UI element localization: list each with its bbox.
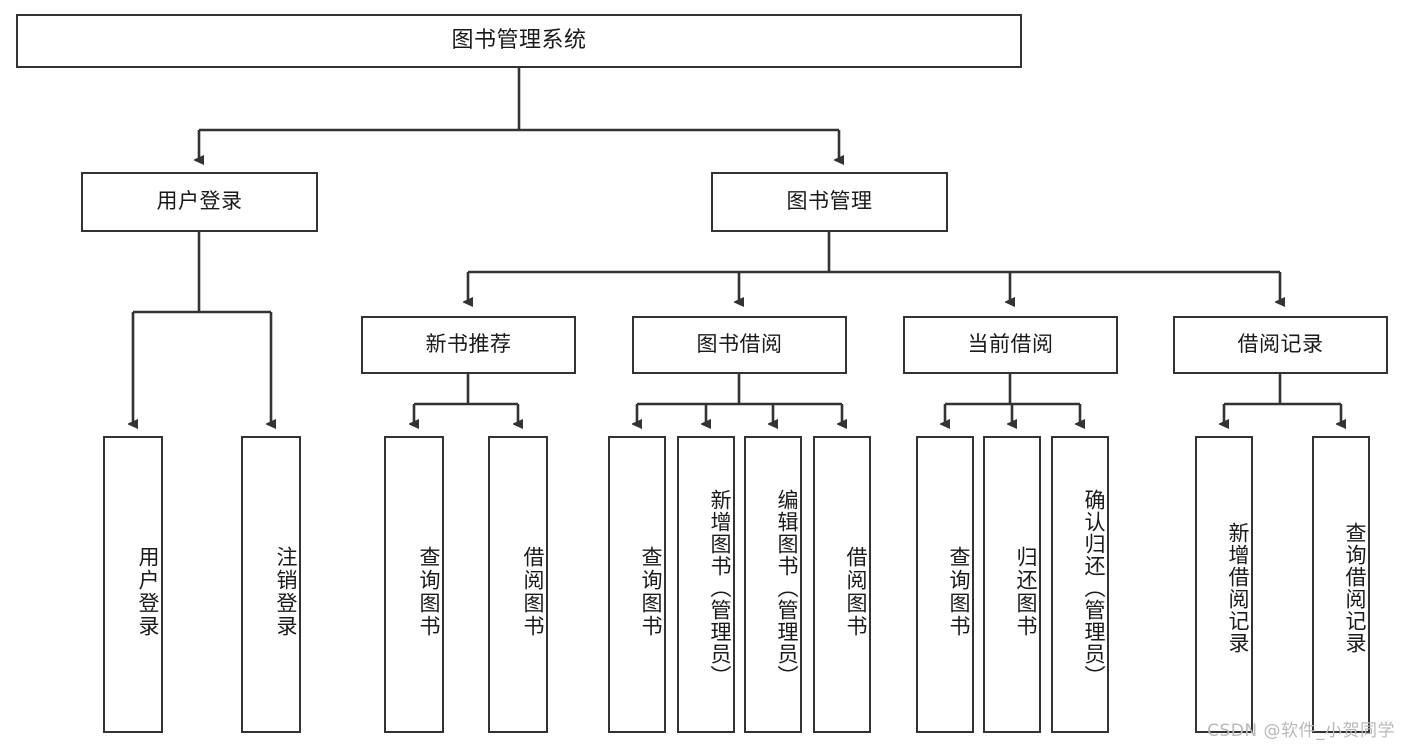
node-label: 当前借阅: [967, 332, 1054, 357]
leaf-borrow-edit-book-admin[interactable]: 编辑图书（管理员）: [744, 436, 802, 733]
leaf-borrow-borrow-book[interactable]: 借阅图书: [813, 436, 871, 733]
node-label: 用户登录: [136, 545, 160, 638]
leaf-user-logout[interactable]: 注销登录: [241, 436, 301, 733]
node-label: 注销登录: [274, 545, 298, 638]
node-label: 确认归还（管理员）: [1082, 488, 1106, 687]
leaf-current-return-book[interactable]: 归还图书: [983, 436, 1041, 733]
leaf-recommend-query-book[interactable]: 查询图书: [384, 436, 444, 733]
node-new-book-recommend[interactable]: 新书推荐: [361, 316, 576, 374]
node-label: 图书管理系统: [451, 27, 587, 53]
node-label: 新增借阅记录: [1226, 521, 1250, 654]
node-label: 用户登录: [156, 189, 243, 214]
leaf-record-add-borrow-record[interactable]: 新增借阅记录: [1195, 436, 1253, 733]
node-current-borrow[interactable]: 当前借阅: [903, 316, 1118, 374]
leaf-record-query-borrow-record[interactable]: 查询借阅记录: [1312, 436, 1370, 733]
node-label: 编辑图书（管理员）: [775, 488, 799, 687]
node-user-login[interactable]: 用户登录: [81, 172, 318, 232]
leaf-recommend-borrow-book[interactable]: 借阅图书: [488, 436, 548, 733]
leaf-current-confirm-return-admin[interactable]: 确认归还（管理员）: [1051, 436, 1109, 733]
node-label: 新增图书（管理员）: [708, 488, 732, 687]
node-label: 归还图书: [1014, 545, 1038, 638]
node-label: 借阅图书: [521, 545, 545, 638]
node-book-management[interactable]: 图书管理: [711, 172, 948, 232]
node-borrow-record[interactable]: 借阅记录: [1173, 316, 1388, 374]
leaf-borrow-query-book[interactable]: 查询图书: [608, 436, 666, 733]
leaf-current-query-book[interactable]: 查询图书: [916, 436, 974, 733]
node-label: 查询借阅记录: [1343, 521, 1367, 654]
node-label: 图书借阅: [696, 332, 783, 357]
node-label: 借阅记录: [1237, 332, 1324, 357]
node-book-borrow[interactable]: 图书借阅: [632, 316, 847, 374]
node-label: 查询图书: [639, 545, 663, 638]
node-label: 查询图书: [947, 545, 971, 638]
node-label: 查询图书: [417, 545, 441, 638]
leaf-borrow-add-book-admin[interactable]: 新增图书（管理员）: [677, 436, 735, 733]
leaf-user-login[interactable]: 用户登录: [103, 436, 163, 733]
node-label: 借阅图书: [844, 545, 868, 638]
node-label: 新书推荐: [425, 332, 512, 357]
watermark-text: CSDN @软件_小贺同学: [1207, 721, 1395, 741]
node-label: 图书管理: [786, 189, 873, 214]
node-root-book-management-system[interactable]: 图书管理系统: [16, 14, 1022, 68]
